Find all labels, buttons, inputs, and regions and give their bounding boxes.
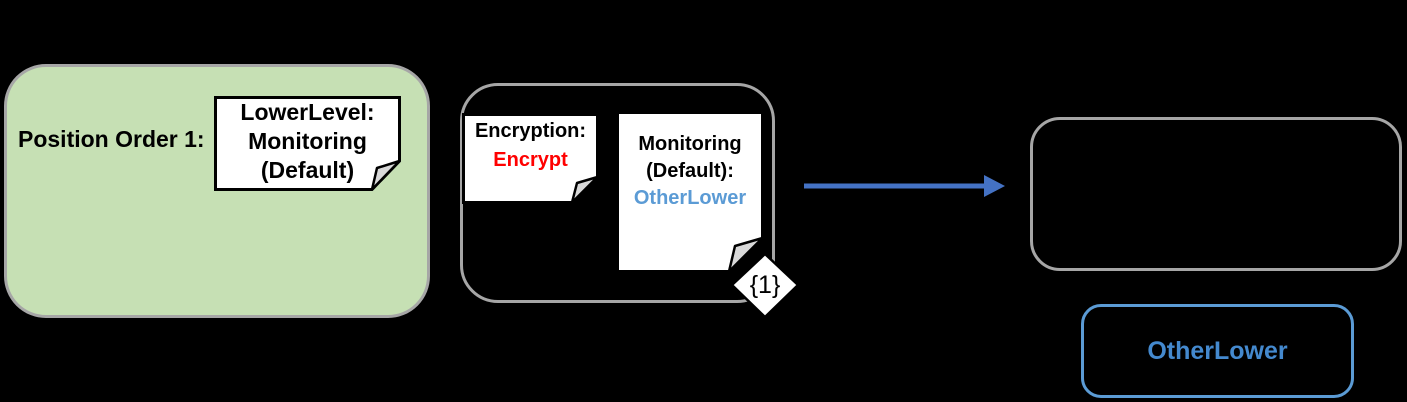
fold-corner-icon	[570, 175, 599, 204]
flow-arrow	[800, 170, 1010, 202]
multiplicity-badge: {1}	[729, 251, 801, 323]
multiplicity-badge-label: {1}	[749, 270, 781, 299]
folded-page-icon	[616, 111, 764, 273]
monitoring-note: Monitoring (Default): OtherLower	[616, 111, 764, 273]
otherlower-result-box: OtherLower	[1081, 304, 1354, 398]
folded-page-icon	[214, 96, 401, 191]
otherlower-result-label: OtherLower	[1147, 336, 1288, 365]
note-line: (Default)	[260, 157, 355, 183]
encryption-note: Encryption: Encrypt	[462, 113, 599, 204]
policy-container	[460, 83, 775, 303]
lowerlevel-note: LowerLevel: Monitoring (Default)	[214, 96, 401, 191]
fold-corner-icon	[727, 236, 764, 273]
fold-corner-icon	[370, 159, 401, 191]
note-line: (Default):	[646, 160, 734, 182]
note-line-encrypt: Encrypt	[493, 149, 568, 171]
note-line: Monitoring	[638, 133, 742, 155]
note-line: Monitoring	[248, 128, 367, 154]
result-container	[1030, 117, 1402, 271]
diamond-icon	[730, 252, 800, 319]
diamond-shape	[730, 252, 800, 319]
monitoring-note-text: Monitoring (Default): OtherLower	[616, 111, 764, 212]
note-line: LowerLevel:	[240, 99, 375, 125]
position-order-label: Position Order 1:	[18, 126, 205, 152]
arrow-head	[984, 175, 1005, 197]
folded-page-icon	[462, 113, 599, 204]
note-line: Encryption:	[474, 120, 587, 142]
encryption-note-text: Encryption: Encrypt	[462, 113, 599, 175]
right-arrow-icon	[804, 175, 1005, 197]
lowerlevel-note-text: LowerLevel: Monitoring (Default)	[214, 96, 401, 185]
note-line-otherlower: OtherLower	[633, 187, 747, 209]
